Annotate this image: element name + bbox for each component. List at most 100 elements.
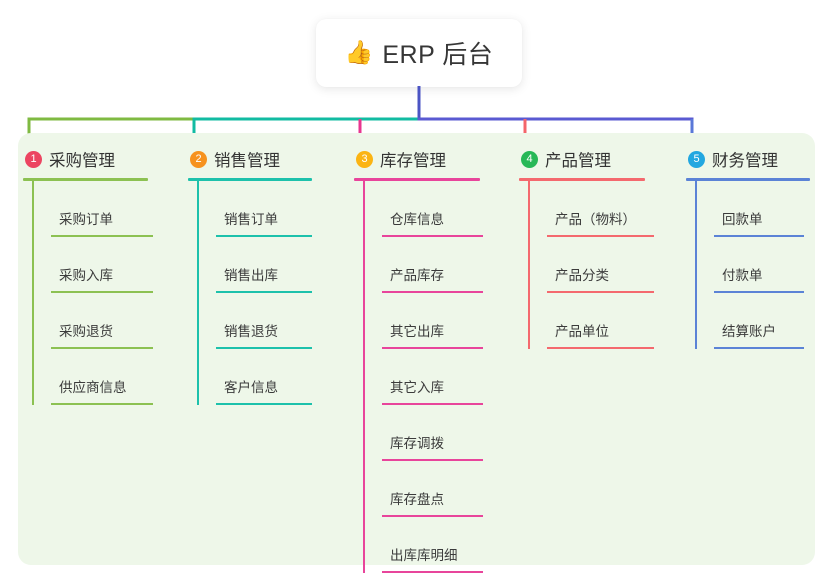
menu-item[interactable]: 库存调拨 (382, 405, 509, 461)
menu-item-label: 其它出库 (390, 324, 444, 339)
menu-item-rule (382, 515, 483, 517)
column-3: 3 库存管理仓库信息产品库存其它出库其它入库库存调拨库存盘点出库库明细 (354, 145, 509, 573)
column-badge-5: 5 (688, 150, 705, 168)
menu-item[interactable]: 采购订单 (51, 181, 175, 237)
menu-item-rule (382, 235, 483, 237)
column-header-rule-3 (354, 178, 480, 181)
menu-item-label: 产品库存 (390, 268, 444, 283)
column-badge-1: 1 (25, 150, 42, 168)
menu-item-rule (216, 403, 312, 405)
column-trunk-1 (32, 181, 34, 405)
menu-item[interactable]: 回款单 (714, 181, 838, 237)
menu-item-rule (216, 291, 312, 293)
menu-item-label: 客户信息 (224, 380, 278, 395)
menu-item[interactable]: 产品（物料） (547, 181, 674, 237)
menu-item-label: 产品（物料） (555, 212, 636, 227)
menu-item-rule (382, 347, 483, 349)
menu-item-rule (382, 571, 483, 573)
menu-item[interactable]: 其它入库 (382, 349, 509, 405)
menu-item-label: 销售订单 (224, 212, 278, 227)
menu-item-label: 仓库信息 (390, 212, 444, 227)
column-items-5: 回款单付款单结算账户 (695, 181, 838, 349)
menu-item[interactable]: 供应商信息 (51, 349, 175, 405)
thumbs-up-icon: 👍 (344, 38, 374, 65)
menu-item-rule (51, 291, 153, 293)
column-header-rule-2 (188, 178, 312, 181)
column-title-2: 销售管理 (214, 152, 280, 170)
menu-item-rule (547, 291, 654, 293)
column-header-3[interactable]: 3 库存管理 (354, 145, 509, 173)
menu-item[interactable]: 产品分类 (547, 237, 674, 293)
menu-item-rule (216, 347, 312, 349)
menu-item[interactable]: 销售订单 (216, 181, 340, 237)
menu-item-label: 供应商信息 (59, 380, 127, 395)
menu-item-rule (714, 235, 804, 237)
root-node-card[interactable]: 👍 ERP 后台 (316, 19, 522, 87)
menu-item[interactable]: 采购退货 (51, 293, 175, 349)
menu-item-rule (547, 235, 654, 237)
column-header-4[interactable]: 4 产品管理 (519, 145, 674, 173)
root-node-title: ERP 后台 (382, 41, 494, 69)
column-trunk-3 (363, 181, 365, 573)
menu-item[interactable]: 结算账户 (714, 293, 838, 349)
menu-item-label: 销售出库 (224, 268, 278, 283)
menu-item-label: 库存调拨 (390, 436, 444, 451)
column-items-2: 销售订单销售出库销售退货客户信息 (197, 181, 340, 405)
menu-item[interactable]: 产品单位 (547, 293, 674, 349)
menu-item-label: 其它入库 (390, 380, 444, 395)
menu-item-rule (51, 347, 153, 349)
column-title-5: 财务管理 (712, 152, 778, 170)
menu-item[interactable]: 仓库信息 (382, 181, 509, 237)
column-5: 5 财务管理回款单付款单结算账户 (686, 145, 838, 349)
menu-item-rule (547, 347, 654, 349)
menu-item-label: 回款单 (722, 212, 763, 227)
menu-item[interactable]: 客户信息 (216, 349, 340, 405)
menu-item-label: 销售退货 (224, 324, 278, 339)
column-badge-3: 3 (356, 150, 373, 168)
column-title-3: 库存管理 (380, 152, 446, 170)
column-header-rule-1 (23, 178, 148, 181)
menu-item-label: 库存盘点 (390, 492, 444, 507)
menu-item[interactable]: 采购入库 (51, 237, 175, 293)
column-items-3: 仓库信息产品库存其它出库其它入库库存调拨库存盘点出库库明细 (363, 181, 509, 573)
menu-item-rule (382, 459, 483, 461)
column-header-rule-5 (686, 178, 810, 181)
menu-item-label: 出库库明细 (390, 548, 458, 563)
column-title-4: 产品管理 (545, 152, 611, 170)
menu-item-label: 付款单 (722, 268, 763, 283)
menu-item[interactable]: 销售出库 (216, 237, 340, 293)
menu-item-rule (382, 291, 483, 293)
menu-item-rule (51, 403, 153, 405)
menu-item-rule (714, 291, 804, 293)
column-header-5[interactable]: 5 财务管理 (686, 145, 838, 173)
menu-item[interactable]: 产品库存 (382, 237, 509, 293)
menu-item-label: 采购入库 (59, 268, 113, 283)
menu-item[interactable]: 销售退货 (216, 293, 340, 349)
column-badge-2: 2 (190, 150, 207, 168)
menu-item-label: 产品单位 (555, 324, 609, 339)
column-trunk-2 (197, 181, 199, 405)
menu-item[interactable]: 其它出库 (382, 293, 509, 349)
column-header-2[interactable]: 2 销售管理 (188, 145, 340, 173)
column-header-rule-4 (519, 178, 645, 181)
column-trunk-5 (695, 181, 697, 349)
column-items-1: 采购订单采购入库采购退货供应商信息 (32, 181, 175, 405)
menu-item-label: 采购订单 (59, 212, 113, 227)
menu-item-rule (216, 235, 312, 237)
column-badge-4: 4 (521, 150, 538, 168)
root-node-content: 👍 ERP 后台 (345, 35, 494, 71)
menu-item-label: 产品分类 (555, 268, 609, 283)
menu-item[interactable]: 出库库明细 (382, 517, 509, 573)
menu-item-rule (51, 235, 153, 237)
column-items-4: 产品（物料） 产品分类产品单位 (528, 181, 674, 349)
menu-item[interactable]: 库存盘点 (382, 461, 509, 517)
menu-item-rule (382, 403, 483, 405)
column-trunk-4 (528, 181, 530, 349)
menu-item-label: 采购退货 (59, 324, 113, 339)
menu-item[interactable]: 付款单 (714, 237, 838, 293)
column-4: 4 产品管理产品（物料） 产品分类产品单位 (519, 145, 674, 349)
menu-item-rule (714, 347, 804, 349)
